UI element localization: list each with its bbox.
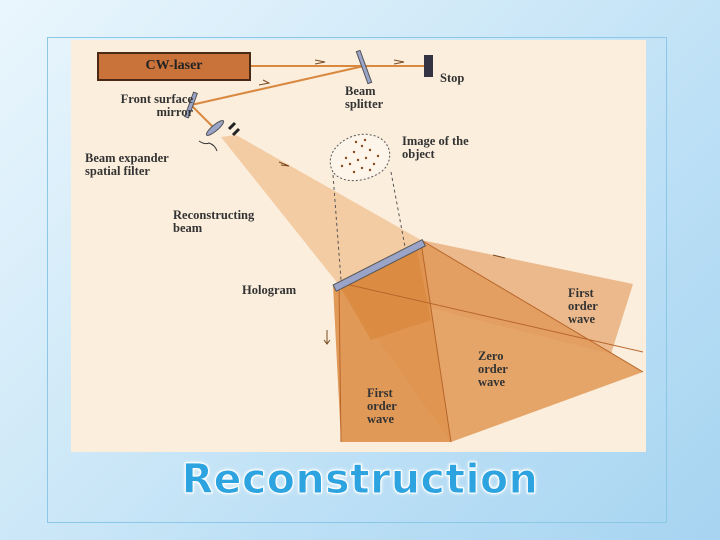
arrow-first-order-right (492, 254, 506, 259)
beam-splitter (355, 49, 373, 85)
object-projection-right (390, 171, 407, 253)
stop-label: Stop (440, 71, 465, 85)
beam-arrow-3 (258, 79, 271, 86)
beam-arrow-2 (393, 59, 405, 65)
holography-diagram: CW-laser Stop Beam splitter Front surfac… (71, 40, 646, 452)
reconstructing-beam-cone (221, 135, 421, 285)
object-dots (340, 138, 380, 174)
ray-2 (420, 241, 452, 443)
cw-laser-body (97, 52, 251, 81)
first-order-wave-right-label: First order wave (568, 286, 598, 326)
ray-1 (340, 282, 644, 353)
object-image (329, 133, 391, 182)
reconstructing-beam-label: Reconstructing beam (173, 208, 255, 235)
image-of-object-label: Image of the object (402, 134, 469, 161)
cw-laser-label: CW-laser (145, 58, 203, 73)
overlap-region (339, 245, 431, 340)
laser-beam-reflected (190, 65, 365, 106)
hologram-plate (332, 238, 427, 292)
ray-4 (420, 239, 644, 373)
hologram-label: Hologram (242, 283, 297, 297)
first-order-wave-bottom-label: First order wave (367, 386, 397, 426)
beam-expander-label: Beam expander spatial filter (85, 151, 169, 178)
arrow-first-order-bottom (323, 330, 331, 345)
slide-frame (47, 37, 667, 523)
beam-arrow-1 (314, 59, 326, 65)
zero-order-wave-label: Zero order wave (478, 349, 508, 389)
ray-3 (338, 284, 342, 443)
diagram-svg (184, 49, 644, 443)
stop-block (424, 55, 433, 77)
beam-expander-lens (205, 120, 225, 136)
expander-bracket (198, 140, 218, 152)
arrow-reconstructing-beam (278, 161, 290, 167)
spatial-filter-pinhole (227, 121, 241, 137)
slide-caption: Reconstruction (181, 455, 539, 504)
front-surface-mirror (184, 91, 198, 119)
laser-beam-to-expander (190, 104, 215, 129)
front-surface-mirror-label: Front surface mirror (120, 92, 193, 119)
beam-splitter-label: Beam splitter (345, 84, 384, 111)
